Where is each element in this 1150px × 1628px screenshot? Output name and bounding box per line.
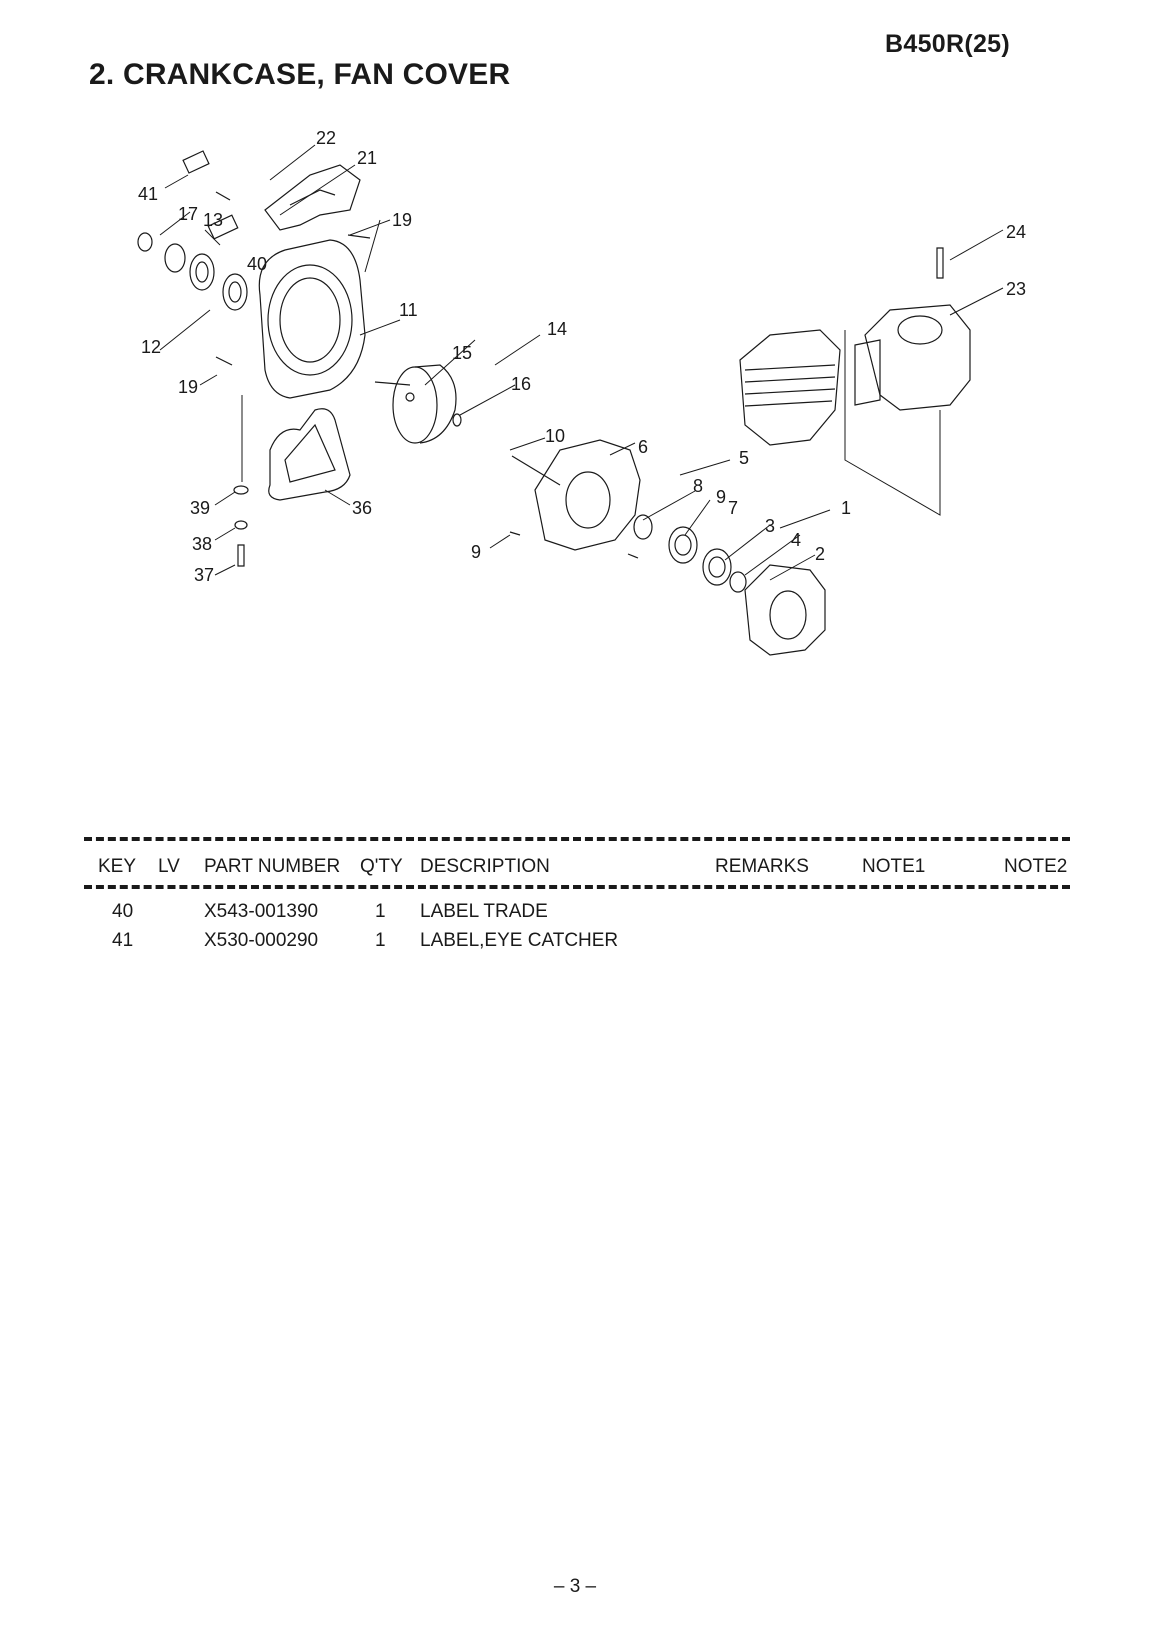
- page-title: 2. CRANKCASE, FAN COVER: [89, 58, 511, 91]
- cell-part-number: X530-000290: [204, 930, 319, 951]
- callout-12: 12: [141, 337, 161, 357]
- callout-38: 38: [192, 534, 212, 554]
- col-header-lv: LV: [158, 856, 180, 877]
- callout-3: 3: [765, 516, 775, 536]
- pin-9-right-part: [627, 553, 639, 559]
- callout-10: 10: [545, 426, 565, 446]
- label-41-part: [182, 150, 210, 174]
- col-header-note2: NOTE2: [1004, 856, 1068, 877]
- label-40-part: [207, 214, 239, 240]
- callout-4: 4: [791, 530, 801, 550]
- callout-1: 1: [841, 498, 851, 518]
- callout-40: 40: [247, 254, 267, 274]
- screw-24-part: [936, 247, 944, 279]
- callout-19-lower: 19: [178, 377, 198, 397]
- callout-36: 36: [352, 498, 372, 518]
- bearing-3-part: [702, 548, 732, 586]
- callout-6: 6: [638, 437, 648, 457]
- callout-15: 15: [452, 343, 472, 363]
- cell-key: 40: [112, 901, 134, 922]
- callout-19-upper: 19: [392, 210, 412, 230]
- bolt-37-part: [237, 544, 245, 567]
- col-header-part-number: PART NUMBER: [204, 856, 341, 877]
- callout-numbers: 22 21 41 17 13 19 40 24 23 11 12 14 15 1…: [138, 128, 1026, 585]
- cylinder-cover-part: [864, 304, 971, 411]
- table-top-rule: [84, 837, 1070, 841]
- screw-19-lower-part: [215, 356, 233, 366]
- col-header-note1: NOTE1: [862, 856, 926, 877]
- callout-8: 8: [693, 476, 703, 496]
- bearing-13-part: [189, 253, 215, 291]
- page-number: – 3 –: [553, 1576, 597, 1597]
- callout-16: 16: [511, 374, 531, 394]
- col-header-remarks: REMARKS: [715, 856, 809, 877]
- callout-14: 14: [547, 319, 567, 339]
- col-header-qty: Q'TY: [360, 856, 403, 877]
- crankcase-right-part: [744, 564, 826, 656]
- callout-11: 11: [399, 300, 418, 320]
- callout-9-right: 9: [716, 487, 726, 507]
- cell-qty: 1: [375, 901, 386, 922]
- callout-41: 41: [138, 184, 158, 204]
- cell-description: LABEL,EYE CATCHER: [420, 930, 619, 951]
- table-row: 40 X543-001390 1 LABEL TRADE: [0, 897, 1150, 926]
- callout-39: 39: [190, 498, 210, 518]
- callout-9-left: 9: [471, 542, 481, 562]
- pin-9-left-part: [509, 531, 521, 536]
- table-row: 41 X530-000290 1 LABEL,EYE CATCHER: [0, 926, 1150, 955]
- fan-wheel-part: [392, 366, 438, 444]
- leader-lines: [159, 144, 1004, 581]
- screw-19-upper-part: [347, 234, 371, 239]
- callout-24: 24: [1006, 222, 1026, 242]
- callout-21: 21: [357, 148, 377, 168]
- washer-39-part: [233, 485, 249, 495]
- model-code: B450R(25): [885, 30, 1010, 58]
- callout-23: 23: [1006, 279, 1026, 299]
- col-header-key: KEY: [98, 856, 137, 877]
- cell-part-number: X543-001390: [204, 901, 319, 922]
- callout-17: 17: [178, 204, 198, 224]
- cylinder-part: [739, 329, 841, 446]
- callout-13: 13: [203, 210, 223, 230]
- fan-cover-part: [258, 239, 366, 399]
- cell-qty: 1: [375, 930, 386, 951]
- washer-38-part: [234, 520, 248, 530]
- o-ring-part: [452, 413, 462, 427]
- cell-key: 41: [112, 930, 134, 951]
- parts-table: 40 X543-001390 1 LABEL TRADE 41 X530-000…: [0, 897, 1150, 955]
- callout-22: 22: [316, 128, 336, 148]
- callout-5: 5: [739, 448, 749, 468]
- cell-description: LABEL TRADE: [420, 901, 548, 922]
- exploded-parts-diagram: 22 21 41 17 13 19 40 24 23 11 12 14 15 1…: [137, 128, 1026, 656]
- bearing-7-part: [668, 526, 698, 564]
- bolt-10-part: [511, 455, 561, 486]
- crankcase-left-part: [534, 439, 641, 551]
- seal-8-part: [633, 514, 653, 540]
- seal-4-part: [729, 571, 747, 593]
- shroud-top-part: [264, 164, 361, 231]
- callout-7: 7: [728, 498, 738, 518]
- callout-37: 37: [194, 565, 214, 585]
- table-header-rule: [84, 885, 1070, 889]
- diagram-artwork: [137, 150, 971, 656]
- bearing-12-part: [222, 273, 248, 311]
- col-header-description: DESCRIPTION: [420, 856, 550, 877]
- snap-ring-part: [164, 243, 186, 273]
- callout-2: 2: [815, 544, 825, 564]
- bracket-36-part: [268, 408, 351, 501]
